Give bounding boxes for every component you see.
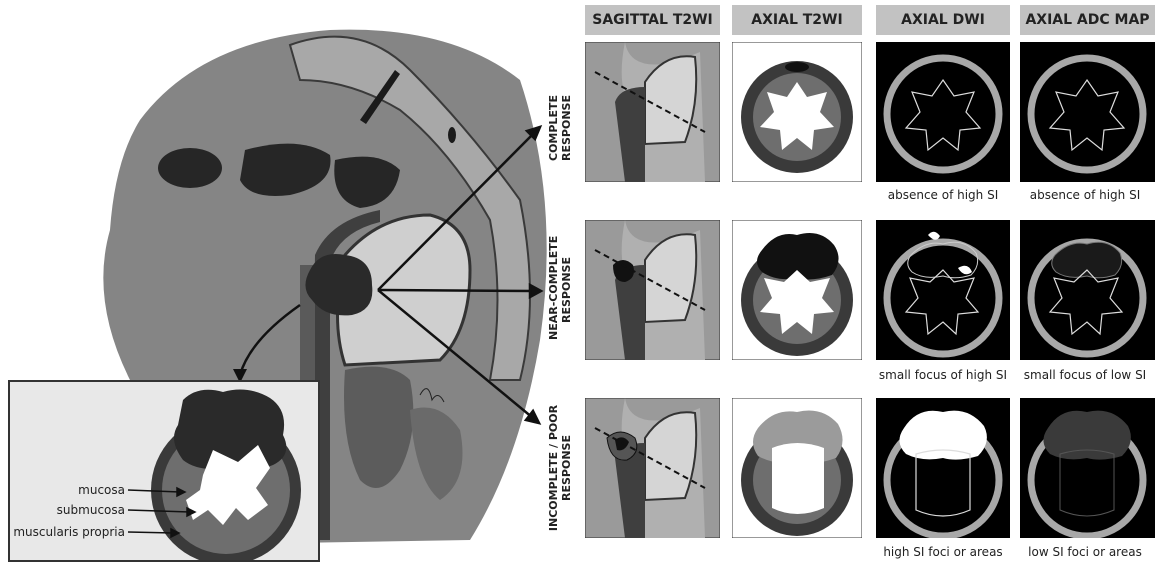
- adc-panel-incomplete: [1020, 398, 1155, 538]
- caption-dwi-complete: absence of high SI: [868, 188, 1018, 202]
- adc-panel-near-complete: [1020, 220, 1155, 360]
- axial-t2-panel-complete: [732, 42, 862, 182]
- caption-dwi-incomplete: high SI foci or areas: [868, 545, 1018, 559]
- bowel-loop-1: [158, 148, 222, 188]
- sacral-foramen: [448, 127, 456, 143]
- header-axial-t2wi: AXIAL T2WI: [732, 5, 862, 35]
- caption-adc-near-complete: small focus of low SI: [1010, 368, 1158, 382]
- sagittal-panel-incomplete: [585, 398, 720, 538]
- axial-t2-panel-incomplete: [732, 398, 862, 538]
- sagittal-panel-complete: [585, 42, 720, 182]
- label-submucosa: submucosa: [20, 503, 125, 517]
- header-sagittal-t2wi: SAGITTAL T2WI: [585, 5, 720, 35]
- dwi-panel-complete: [876, 42, 1010, 182]
- caption-dwi-near-complete: small focus of high SI: [868, 368, 1018, 382]
- caption-adc-complete: absence of high SI: [1010, 188, 1158, 202]
- dwi-panel-incomplete: [876, 398, 1010, 538]
- axial-t2-panel-near-complete: [732, 220, 862, 360]
- header-axial-adc-map: AXIAL ADC MAP: [1020, 5, 1155, 35]
- sagittal-panel-near-complete: [585, 220, 720, 360]
- dwi-panel-near-complete: [876, 220, 1010, 360]
- adc-panel-complete: [1020, 42, 1155, 182]
- caption-adc-incomplete: low SI foci or areas: [1010, 545, 1158, 559]
- label-mucosa: mucosa: [40, 483, 125, 497]
- label-muscularis-propria: muscularis propria: [0, 525, 125, 539]
- header-axial-dwi: AXIAL DWI: [876, 5, 1010, 35]
